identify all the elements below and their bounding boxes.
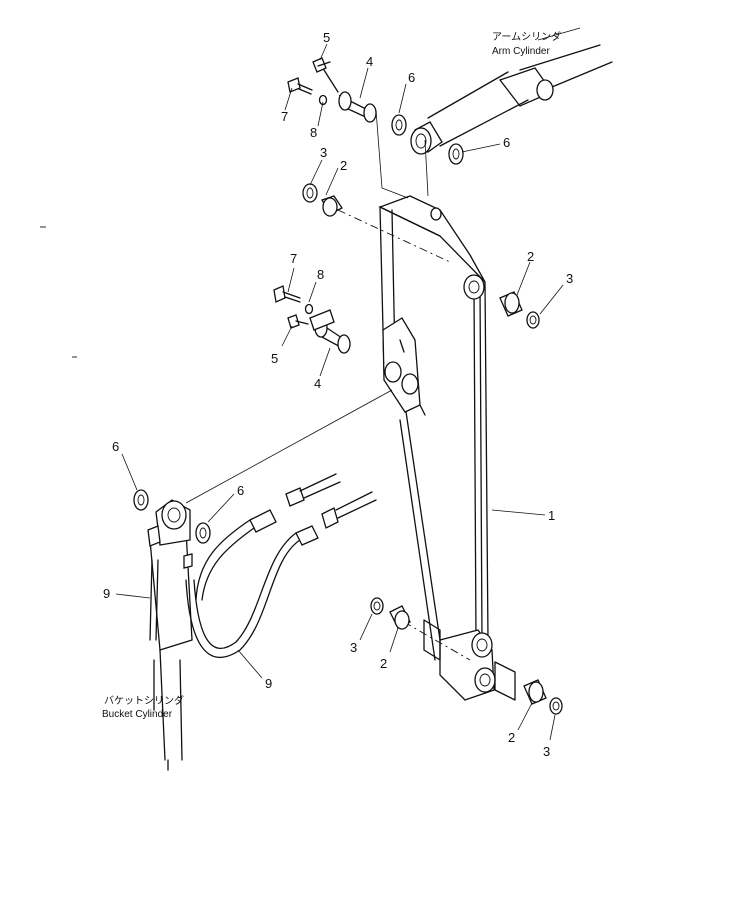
callout-9: 9: [265, 676, 272, 691]
shims-upper: [391, 114, 464, 165]
arm-cylinder-label-jp: アームシリンダ: [492, 30, 561, 43]
callout-3: 3: [350, 640, 357, 655]
callout-2: 2: [340, 158, 347, 173]
hoses: [149, 473, 377, 658]
bushing-seal-upper-left: [302, 183, 343, 217]
arm-body: [378, 195, 516, 701]
callout-4: 4: [366, 54, 373, 69]
bucket-cylinder-caption: バケットシリンダ Bucket Cylinder: [102, 694, 184, 720]
callout-6: 6: [503, 135, 510, 150]
grease-fitting-upper: [312, 57, 339, 93]
pin-middle: [309, 309, 351, 354]
callout-1: 1: [548, 508, 555, 523]
washer-middle: [304, 303, 314, 315]
bucket-cylinder: [147, 499, 193, 771]
callout-2: 2: [380, 656, 387, 671]
centerline-top: [337, 209, 451, 263]
bushing-seal-upper-right: [499, 291, 540, 329]
callout-2: 2: [527, 249, 534, 264]
callout-3: 3: [566, 271, 573, 286]
callout-5: 5: [271, 351, 278, 366]
callout-2: 2: [508, 730, 515, 745]
shims-bucket-cylinder: [133, 489, 211, 544]
callout-5: 5: [323, 30, 330, 45]
assembly-line-bucket: [185, 389, 393, 504]
callout-6: 6: [112, 439, 119, 454]
assembly-line-arm-eye: [424, 139, 429, 197]
callout-3: 3: [320, 145, 327, 160]
callout-9: 9: [103, 586, 110, 601]
bolt-middle: [273, 285, 301, 303]
bolt-upper: [287, 77, 313, 95]
bucket-cylinder-label-jp: バケットシリンダ: [104, 694, 184, 707]
callout-numbers: 1 2 3 2 3 4 5 7 8 6 6 7 8 5 4 6 6 9 9 3 …: [103, 30, 573, 759]
bucket-cylinder-label-en: Bucket Cylinder: [102, 709, 173, 720]
callout-6: 6: [237, 483, 244, 498]
callout-7: 7: [290, 251, 297, 266]
assembly-line-arm: [375, 109, 409, 199]
callout-7: 7: [281, 109, 288, 124]
grease-fitting-middle: [287, 314, 309, 329]
washer-upper: [318, 94, 328, 106]
pin-upper: [338, 91, 377, 123]
arm-cylinder: [427, 44, 613, 147]
callout-8: 8: [310, 125, 317, 140]
callout-3: 3: [543, 744, 550, 759]
arm-cylinder-eye: [410, 121, 443, 155]
arm-cylinder-label-en: Arm Cylinder: [492, 46, 550, 57]
callout-leaders: [115, 27, 581, 741]
bushing-seal-lower-left: [370, 597, 411, 630]
callout-4: 4: [314, 376, 321, 391]
callout-6: 6: [408, 70, 415, 85]
centerline-bottom: [403, 621, 471, 661]
callout-8: 8: [317, 267, 324, 282]
bushing-seal-lower-right: [523, 679, 563, 715]
arm-cylinder-caption: アームシリンダ Arm Cylinder: [492, 30, 561, 57]
